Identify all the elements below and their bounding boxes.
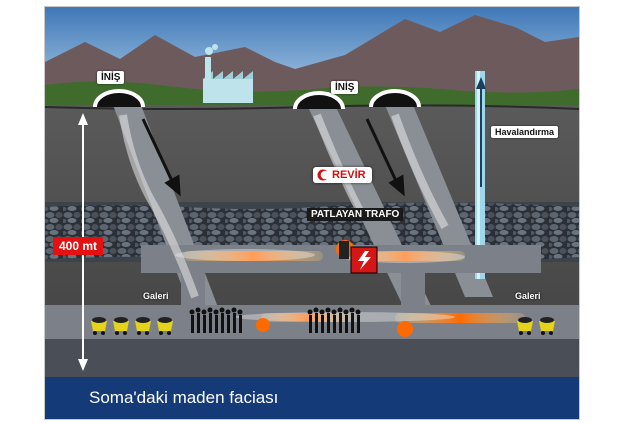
caption-bar: Soma'daki maden faciası	[45, 377, 579, 419]
factory-icon	[203, 44, 253, 103]
inis-label-right: İNİŞ	[331, 81, 359, 94]
inis-label-left: İNİŞ	[97, 71, 125, 84]
crescent-icon	[317, 169, 329, 181]
galeri-label-left: Galeri	[143, 291, 169, 301]
havalandirma-label: Havalandırma	[491, 126, 559, 138]
mountains	[45, 15, 579, 102]
galeri-label-right: Galeri	[515, 291, 541, 301]
fire-icon	[256, 318, 270, 332]
coal-load	[92, 317, 554, 323]
mine-cross-section	[45, 7, 579, 385]
infographic-frame: İNİŞ İNİŞ Havalandırma REVİR PATLAYAN TR…	[44, 6, 580, 420]
transformer-icon	[339, 241, 378, 274]
revir-badge: REVİR	[313, 167, 372, 183]
mine-cart-icon	[91, 321, 555, 331]
caption: Soma'daki maden faciası	[89, 388, 279, 407]
revir-label: REVİR	[332, 169, 366, 181]
patlayan-trafo-label: PATLAYAN TRAFO	[307, 208, 404, 221]
arrow-icon	[141, 77, 486, 197]
smoke	[119, 113, 449, 299]
shaft-entrances	[93, 89, 421, 110]
depth-label: 400 mt	[53, 237, 104, 255]
miner-silhouette-icon	[191, 313, 360, 333]
